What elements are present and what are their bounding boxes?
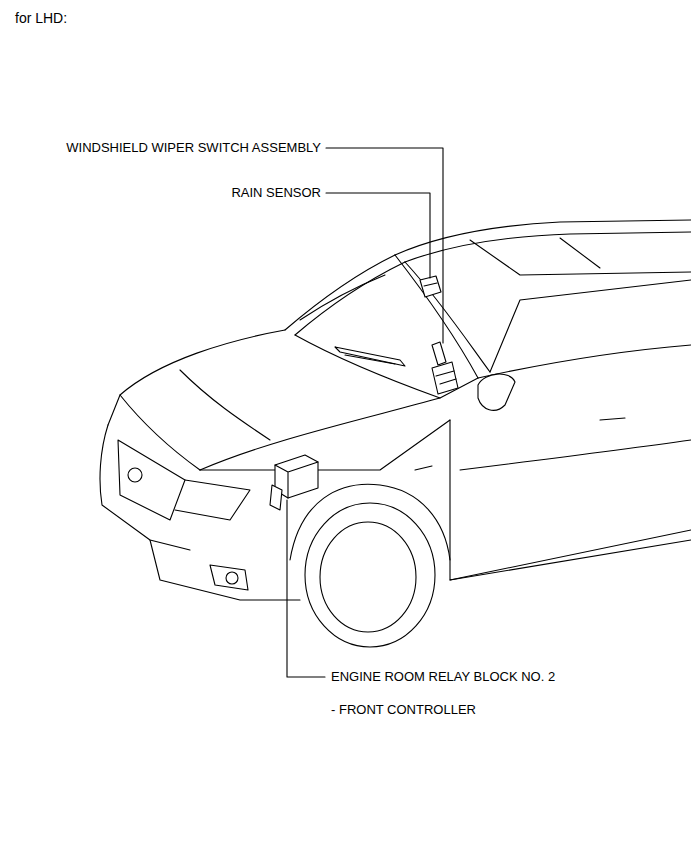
rain-sensor-detail <box>424 283 437 286</box>
door-handle <box>600 418 625 420</box>
leader-line <box>326 148 443 343</box>
side-marker <box>415 466 432 470</box>
lower-bumper <box>150 540 300 600</box>
wiper-switch-lever <box>432 342 446 365</box>
sunroof-edge <box>470 240 691 275</box>
cowl-line <box>295 335 478 398</box>
leader-line <box>287 500 325 677</box>
hood-front <box>120 395 200 470</box>
side-mirror <box>478 374 515 410</box>
page-heading: for LHD: <box>14 11 68 26</box>
side-window <box>490 280 691 372</box>
a-pillar-left <box>285 255 395 330</box>
hood-crease <box>180 370 270 440</box>
wheel-rim <box>320 522 416 632</box>
rain-sensor <box>420 276 441 297</box>
wiper-switch-body <box>432 362 458 394</box>
front-bumper <box>100 425 190 550</box>
fog-lamp-lens <box>226 572 238 584</box>
front-controller <box>270 485 282 510</box>
emblem <box>128 468 142 482</box>
wiper-switch-detail <box>436 371 456 384</box>
roof-panel <box>560 238 600 268</box>
wiper-blade <box>335 347 405 366</box>
grille <box>118 440 185 520</box>
part-label: ENGINE ROOM RELAY BLOCK NO. 2 <box>330 669 556 684</box>
part-label: RAIN SENSOR <box>230 185 322 200</box>
windshield-edge <box>295 262 405 335</box>
headlight <box>175 480 250 520</box>
wiper-arm <box>345 355 395 364</box>
tire <box>305 503 435 647</box>
hood-side <box>200 398 440 470</box>
rocker <box>450 540 691 580</box>
fender-top <box>200 420 450 470</box>
belt-line <box>478 345 691 378</box>
part-label: - FRONT CONTROLLER <box>330 702 477 717</box>
body-crease <box>460 440 691 470</box>
part-label: WINDSHIELD WIPER SWITCH ASSEMBLY <box>65 140 322 155</box>
windshield-edge <box>395 255 478 378</box>
fog-lamp <box>210 565 248 590</box>
roof-line <box>395 220 691 255</box>
hood-edge <box>108 330 285 425</box>
leader-line <box>326 193 430 278</box>
a-pillar-right <box>405 262 490 372</box>
door-front-edge <box>450 420 691 580</box>
roof-line <box>405 232 691 262</box>
glass-reflection <box>300 275 385 320</box>
